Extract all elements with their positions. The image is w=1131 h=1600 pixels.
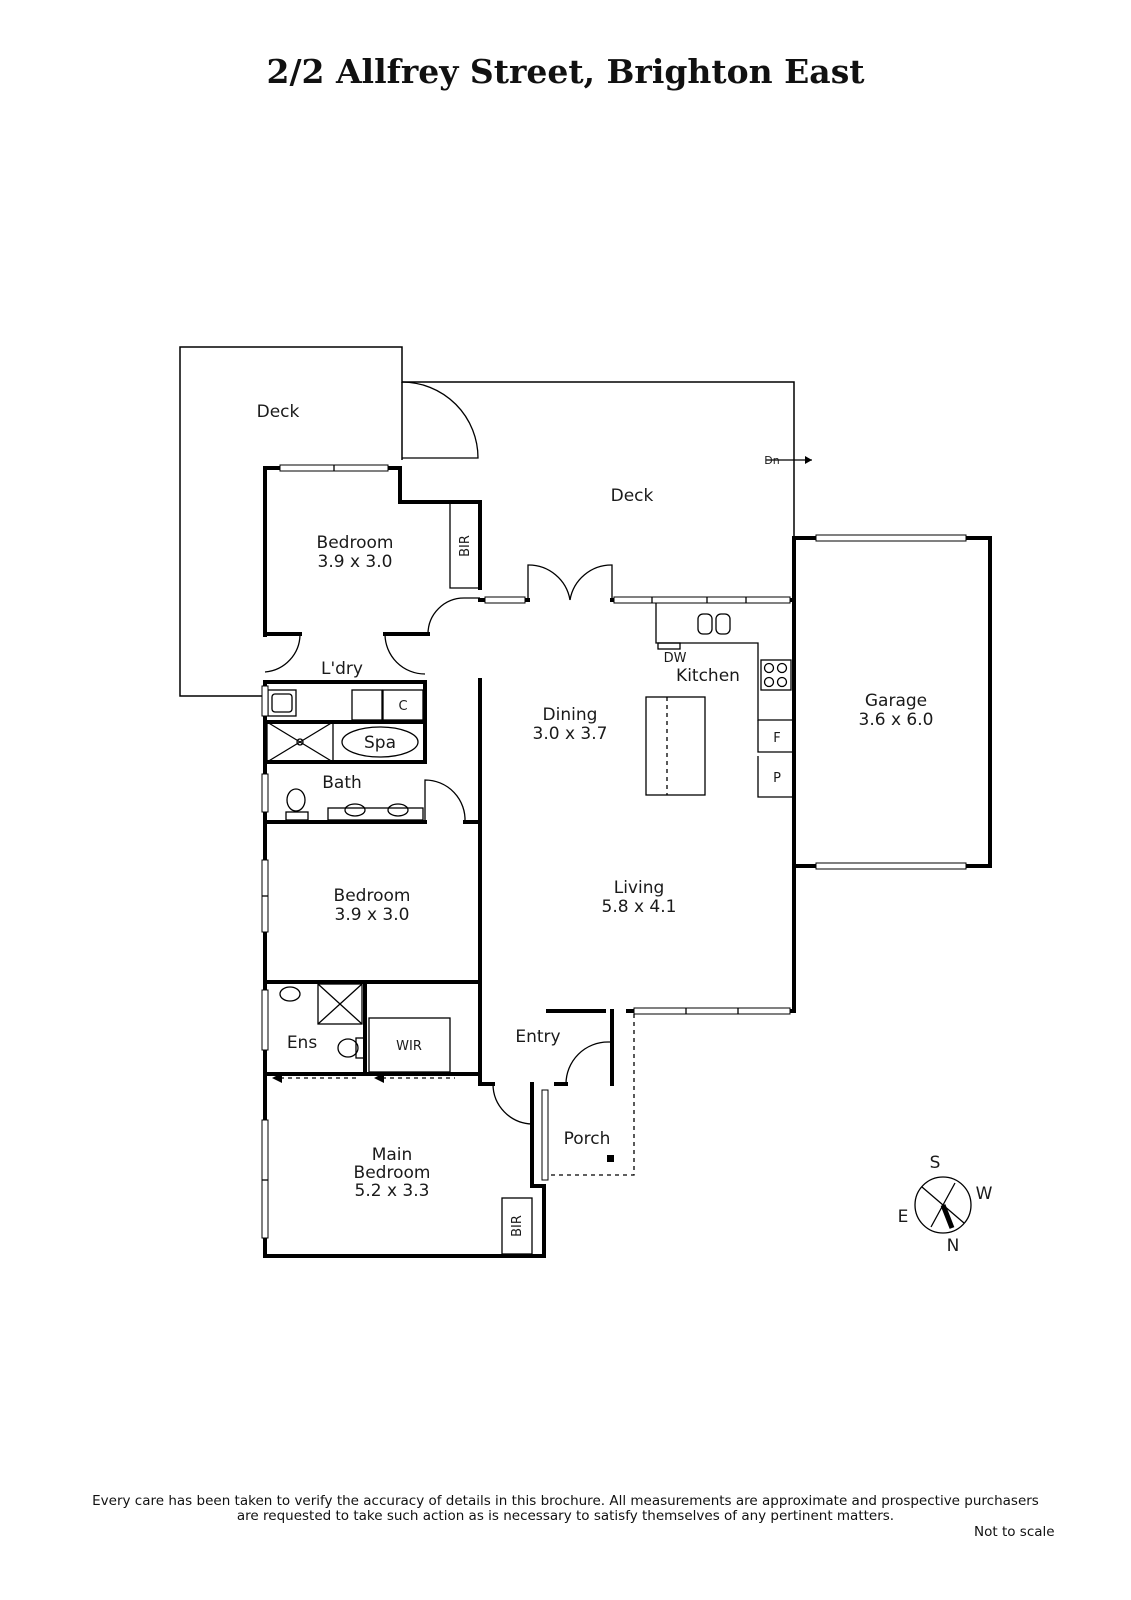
- pantry-label: P: [773, 771, 781, 786]
- bedroom1-size: 3.9 x 3.0: [318, 552, 393, 572]
- deck-outline: [179, 346, 812, 697]
- bedroom1-name: Bedroom: [317, 533, 394, 553]
- bir1-label: BIR: [458, 535, 473, 557]
- bedroom2-name: Bedroom: [334, 886, 411, 906]
- entry-label: Entry: [515, 1027, 560, 1047]
- main-bedroom-size: 5.2 x 3.3: [355, 1181, 430, 1201]
- compass-n-label: N: [947, 1236, 960, 1256]
- exterior-walls: [263, 466, 992, 1258]
- fridge-label: F: [773, 731, 780, 746]
- garage-name: Garage: [865, 691, 927, 711]
- page-title: 2/2 Allfrey Street, Brighton East: [266, 52, 865, 91]
- spa-label: Spa: [364, 733, 396, 753]
- not-to-scale-note: Not to scale: [974, 1524, 1055, 1540]
- sliding-door-arrows: [272, 1073, 455, 1083]
- compass: [914, 1176, 972, 1234]
- bir2-label: BIR: [510, 1215, 525, 1237]
- main-bedroom-name-1: Main: [372, 1145, 413, 1165]
- porch-outline: [548, 1014, 635, 1176]
- bedroom2-size: 3.9 x 3.0: [335, 905, 410, 925]
- bath-label: Bath: [322, 773, 362, 793]
- disclaimer-line-2: are requested to take such action as is …: [236, 1508, 895, 1524]
- porch-label: Porch: [564, 1129, 611, 1149]
- dining-size: 3.0 x 3.7: [533, 724, 608, 744]
- kitchen-label: Kitchen: [676, 666, 740, 686]
- deck-main-label: Deck: [611, 486, 654, 506]
- dishwasher-label: DW: [664, 651, 687, 666]
- wir-label: WIR: [396, 1039, 422, 1054]
- living-size: 5.8 x 4.1: [602, 897, 677, 917]
- dining-name: Dining: [543, 705, 598, 725]
- interior-walls: [263, 502, 794, 1255]
- compass-w-label: W: [976, 1184, 993, 1204]
- garage-size: 3.6 x 6.0: [859, 710, 934, 730]
- living-name: Living: [614, 878, 665, 898]
- deck-left-label: Deck: [257, 402, 300, 422]
- main-bedroom-name-2: Bedroom: [354, 1163, 431, 1183]
- laundry-label: L'dry: [321, 659, 363, 679]
- compass-e-label: E: [898, 1207, 909, 1227]
- down-label: Dn: [764, 454, 779, 467]
- cupboard-label: C: [398, 699, 407, 714]
- compass-s-label: S: [930, 1153, 941, 1173]
- windows: [261, 464, 967, 1239]
- room-labels: Deck Deck Dn Bedroom 3.9 x 3.0 BIR L'dry…: [257, 402, 993, 1256]
- disclaimer: Every care has been taken to verify the …: [0, 1494, 1131, 1524]
- disclaimer-line-1: Every care has been taken to verify the …: [92, 1493, 1039, 1509]
- ensuite-label: Ens: [287, 1033, 318, 1053]
- doors: [264, 564, 613, 1125]
